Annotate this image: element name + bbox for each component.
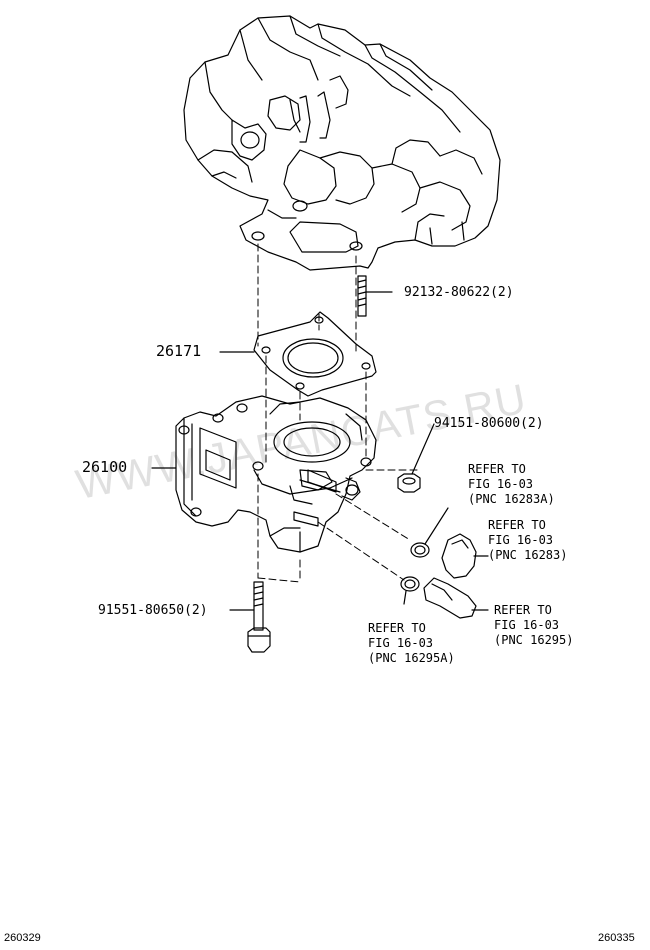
gasket-26171 xyxy=(219,311,377,397)
reference-line: REFER TO xyxy=(494,603,552,617)
reference-line: (PNC 16283) xyxy=(488,548,568,562)
hose-upper xyxy=(441,533,489,579)
stud-92132-80622 xyxy=(357,275,393,317)
reference-line: REFER TO xyxy=(468,462,526,476)
reference-line: REFER TO xyxy=(488,518,546,532)
part-label-bolt[interactable]: 91551-80650(2) xyxy=(98,603,208,618)
hose-clamp-lower xyxy=(400,576,420,605)
part-label-nut[interactable]: 94151-80600(2) xyxy=(434,416,544,431)
hose-lower xyxy=(423,577,489,619)
throttle-body-26100 xyxy=(151,395,377,553)
hose-clamp-upper xyxy=(410,507,449,558)
part-label-throttle-body[interactable]: 26100 xyxy=(82,458,128,476)
intake-manifold xyxy=(183,15,501,271)
footer-id-right: 260335 xyxy=(598,932,635,944)
reference-callout[interactable]: REFER TO FIG 16-03 (PNC 16283A) xyxy=(468,462,555,507)
nut-94151-80600 xyxy=(397,423,435,493)
reference-callout[interactable]: REFER TO FIG 16-03 (PNC 16283) xyxy=(488,518,567,563)
reference-line: FIG 16-03 xyxy=(368,636,434,650)
reference-line: FIG 16-03 xyxy=(468,477,534,491)
reference-line: FIG 16-03 xyxy=(488,533,554,547)
bolt-91551-80650 xyxy=(229,581,271,653)
reference-callout[interactable]: REFER TO FIG 16-03 (PNC 16295A) xyxy=(368,621,455,666)
reference-line: (PNC 16295A) xyxy=(368,651,455,665)
alignment-lines xyxy=(257,243,421,583)
reference-line: REFER TO xyxy=(368,621,426,635)
footer-id-left: 260329 xyxy=(4,932,41,944)
reference-line: (PNC 16295) xyxy=(494,633,574,647)
reference-line: (PNC 16283A) xyxy=(468,492,555,506)
part-label-gasket[interactable]: 26171 xyxy=(156,342,202,360)
part-label-stud[interactable]: 92132-80622(2) xyxy=(404,285,514,300)
reference-callout[interactable]: REFER TO FIG 16-03 (PNC 16295) xyxy=(494,603,573,648)
reference-line: FIG 16-03 xyxy=(494,618,560,632)
